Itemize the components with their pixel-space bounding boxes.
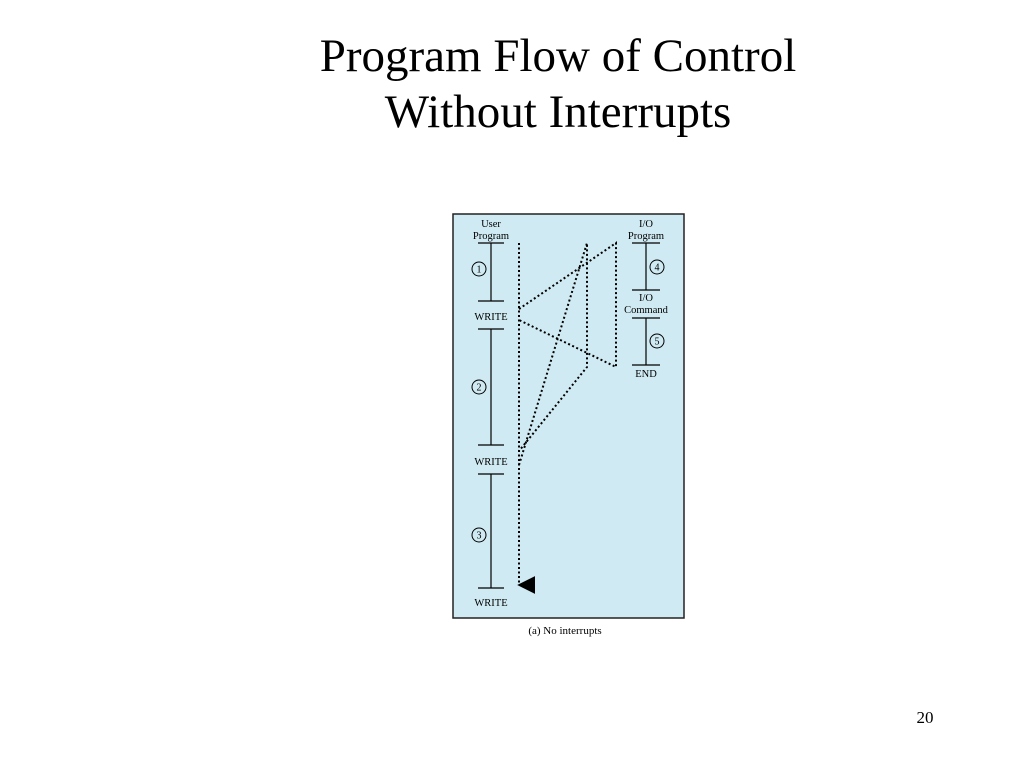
flow-diagram: User Program 1 2 3 WRITE WRITE WRITE I/O… bbox=[452, 213, 685, 637]
io-program-label-line-1: I/O bbox=[639, 219, 653, 230]
step-4-label: 4 bbox=[655, 263, 660, 274]
diagram-caption: (a) No interrupts bbox=[528, 625, 601, 637]
io-end-label: END bbox=[635, 369, 657, 380]
write-label-2: WRITE bbox=[474, 457, 507, 468]
title-line-2: Without Interrupts bbox=[384, 86, 732, 138]
slide-number: 20 bbox=[916, 708, 934, 727]
write-label-1: WRITE bbox=[474, 312, 507, 323]
io-command-label-line-2: Command bbox=[624, 305, 668, 316]
step-5-label: 5 bbox=[655, 337, 660, 348]
step-4-marker: 4 bbox=[649, 259, 665, 275]
io-program-timeline bbox=[632, 242, 660, 366]
step-1-marker: 1 bbox=[471, 261, 487, 277]
user-program-label-line-2: Program bbox=[473, 231, 509, 242]
step-3-label: 3 bbox=[477, 531, 482, 542]
step-5-marker: 5 bbox=[649, 333, 665, 349]
io-program-label-line-2: Program bbox=[628, 231, 664, 242]
step-3-marker: 3 bbox=[471, 527, 487, 543]
first-write-transfer bbox=[518, 241, 617, 369]
title-line-1: Program Flow of Control bbox=[319, 30, 797, 82]
step-1-label: 1 bbox=[477, 265, 482, 276]
write-label-3: WRITE bbox=[474, 598, 507, 609]
user-program-timeline bbox=[478, 242, 504, 589]
user-program-label-line-1: User bbox=[481, 219, 501, 230]
step-2-label: 2 bbox=[477, 383, 482, 394]
step-2-marker: 2 bbox=[471, 379, 487, 395]
control-flow-paths bbox=[517, 241, 617, 594]
io-command-label-line-1: I/O bbox=[639, 293, 653, 304]
slide-title: Program Flow of Control Without Interrup… bbox=[0, 28, 1024, 140]
second-write-transfer bbox=[518, 242, 588, 466]
